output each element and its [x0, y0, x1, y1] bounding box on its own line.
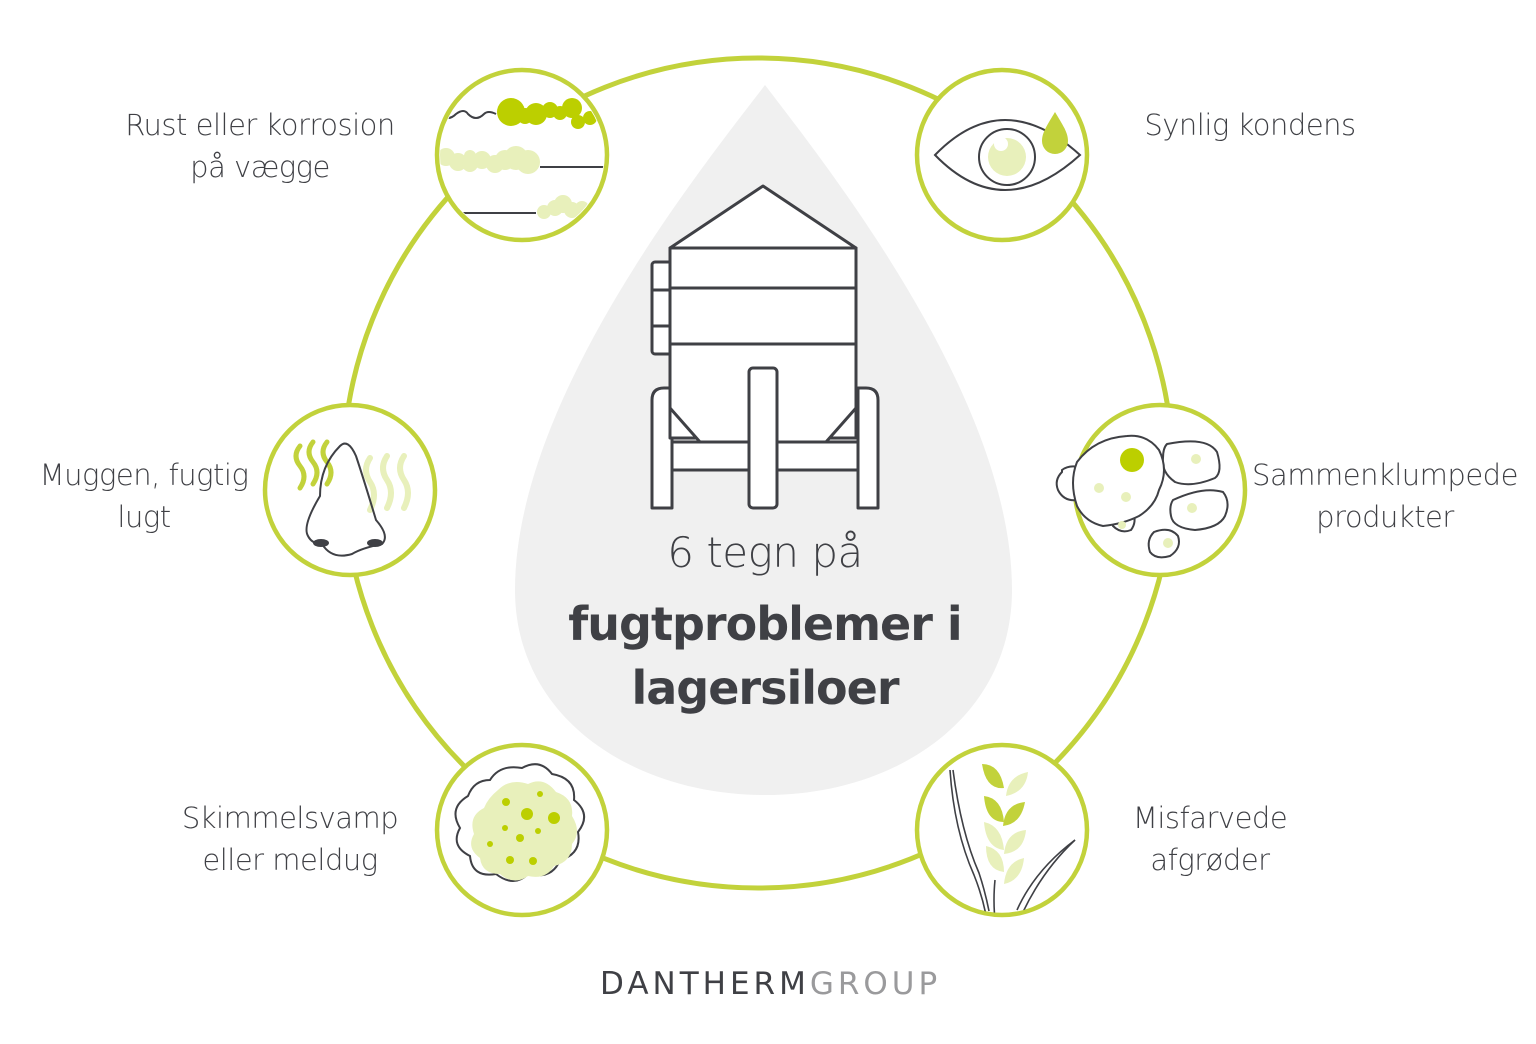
sign-label-rust: Rust eller korrosion på vægge — [110, 104, 410, 188]
label-line: lugt — [117, 500, 171, 534]
label-line: afgrøder — [1150, 843, 1270, 877]
label-line: Muggen, fugtig — [39, 458, 249, 492]
nose-smell-icon — [293, 439, 411, 557]
logo-part-1: DANTHERM — [600, 966, 810, 1002]
label-line: eller meldug — [202, 843, 378, 877]
eye-with-droplet-icon — [933, 112, 1082, 191]
label-line: Synlig kondens — [1144, 108, 1356, 142]
sign-label-discolored: Misfarvede afgrøder — [1080, 797, 1340, 881]
sign-label-clumped: Sammenklumpede produkter — [1240, 454, 1530, 538]
mold-spot-icon — [454, 763, 585, 882]
label-line: Skimmelsvamp — [181, 801, 399, 835]
label-line: Misfarvede — [1132, 801, 1288, 835]
title-main: fugtproblemer i lagersiloer — [515, 592, 1015, 720]
sign-label-condensation: Synlig kondens — [1120, 104, 1380, 146]
logo-part-2: GROUP — [809, 966, 942, 1002]
clumped-stones-icon — [1055, 434, 1229, 559]
corroded-wall-icon — [440, 98, 604, 219]
grain-silo-icon — [650, 184, 880, 510]
sign-label-mold: Skimmelsvamp eller meldug — [160, 797, 420, 881]
circle-discolored — [914, 742, 1090, 918]
title-line-1: 6 tegn på — [667, 528, 863, 577]
label-line: på vægge — [190, 150, 330, 184]
title-line-2: fugtproblemer i — [568, 597, 962, 651]
label-line: Rust eller korrosion — [125, 108, 395, 142]
dantherm-group-logo: DANTHERMGROUP — [600, 966, 941, 1002]
label-line: produkter — [1316, 500, 1454, 534]
label-line: Sammenklumpede — [1252, 458, 1518, 492]
wheat-icon — [949, 764, 1076, 913]
sign-label-smell: Muggen, fugtig lugt — [14, 454, 274, 538]
title-line-3: lagersiloer — [631, 661, 899, 715]
